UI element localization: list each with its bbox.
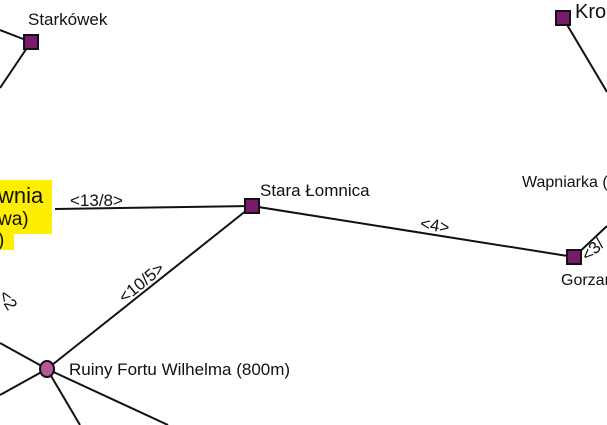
place-label-starkowek: Starkówek <box>28 10 108 29</box>
route-segment-ruiny-south <box>46 368 81 425</box>
stop-marker-gorzan <box>566 249 582 265</box>
stop-marker-starkowek <box>23 34 39 50</box>
place-label-wapniarka: Wapniarka ( <box>522 174 607 191</box>
route-segment-kro-east <box>562 17 607 93</box>
place-label-gorzan: Gorzan <box>561 272 607 289</box>
route-time-label-10-5: <10/5> <box>115 259 168 307</box>
poi-marker-ruiny <box>39 360 55 378</box>
place-label-kro: Kro <box>575 1 606 23</box>
route-segment-stara-lomnica-gorzan <box>251 205 575 258</box>
route-segment-ruiny-west-upper <box>0 342 48 370</box>
highlighted-place-box <box>0 180 52 234</box>
route-time-label-2: <2 <box>0 287 21 314</box>
route-segment-ruiny-southeast <box>46 368 169 425</box>
route-segment-ruiny-west-lower <box>0 368 48 396</box>
highlight-label-line3: ) <box>0 230 4 251</box>
stop-marker-stara-lomnica <box>244 198 260 214</box>
route-time-label-4: <4> <box>419 214 451 237</box>
route-time-label-13-8: <13/8> <box>70 191 123 210</box>
highlight-label-line1: wnia <box>0 183 44 208</box>
route-segment-highlight-stara-lomnica <box>54 205 253 210</box>
place-label-ruiny: Ruiny Fortu Wilhelma (800m) <box>69 360 290 379</box>
route-segment-ruiny-stara-lomnica <box>46 205 253 370</box>
highlighted-place-box-tail <box>0 232 14 250</box>
highlight-label-line2: wa) <box>0 209 29 230</box>
stop-marker-kro <box>555 10 571 26</box>
place-label-stara-lomnica: Stara Łomnica <box>260 181 370 200</box>
